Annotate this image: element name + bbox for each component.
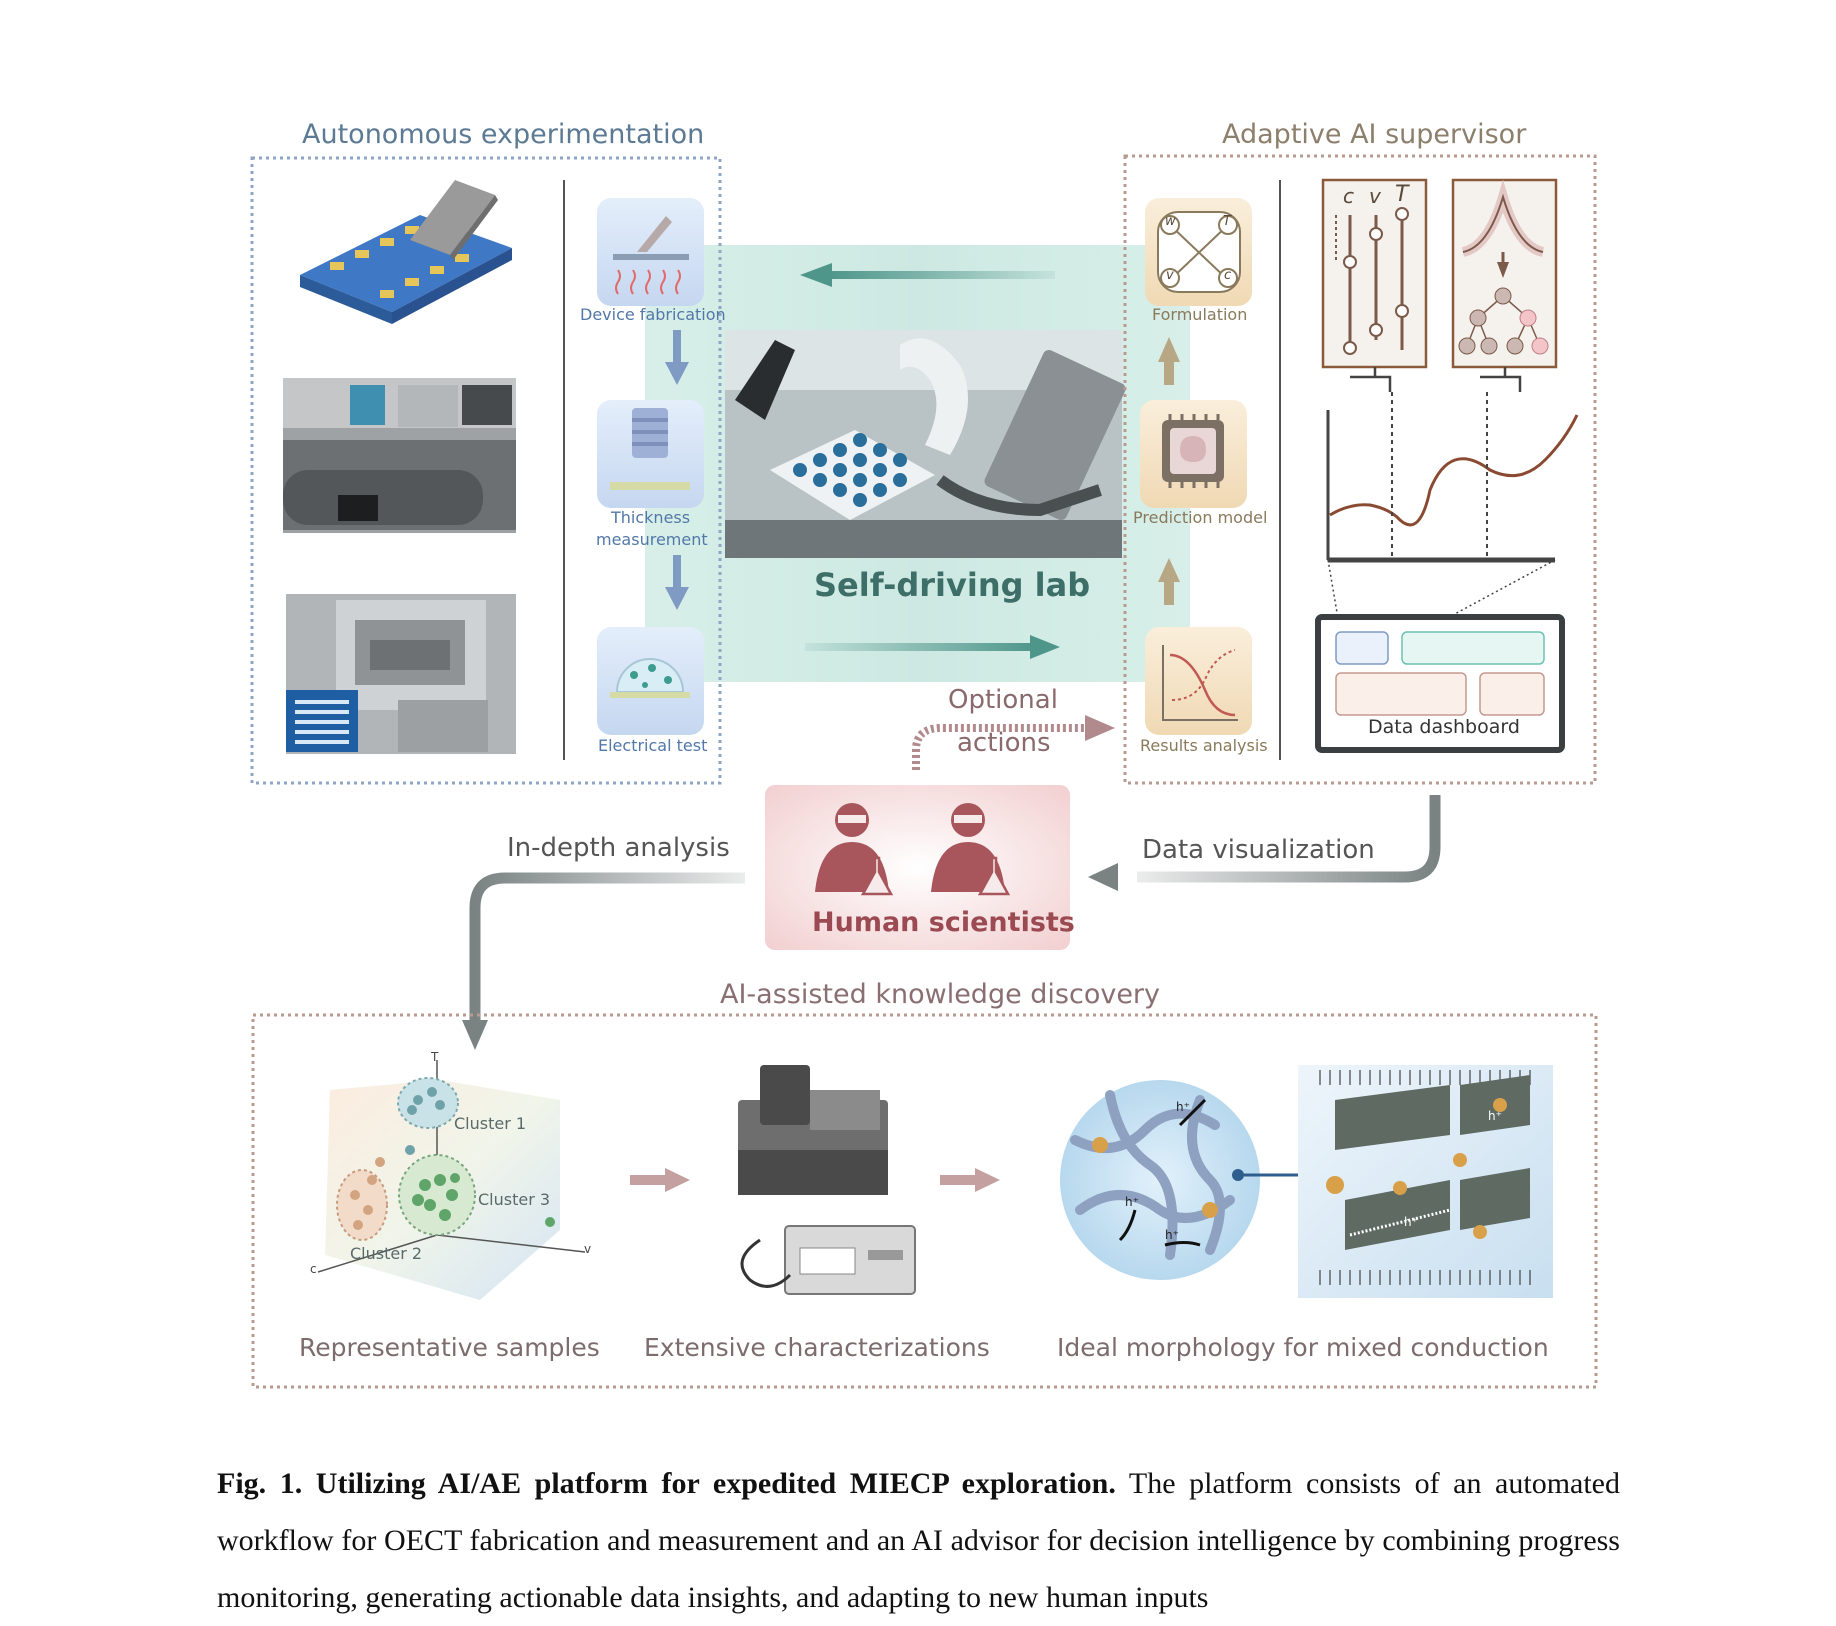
step-thickness-line1: Thickness bbox=[611, 508, 691, 527]
electrode-holder-photo bbox=[283, 378, 516, 533]
formulation-letter-c: c bbox=[1224, 268, 1232, 283]
thickness-measurement-tile bbox=[597, 400, 704, 508]
optional-actions-arrow bbox=[912, 715, 1115, 770]
caption-ideal-morphology: Ideal morphology for mixed conduction bbox=[1057, 1333, 1549, 1362]
optional-actions-line2: actions bbox=[957, 728, 1051, 758]
cluster-3-label: Cluster 3 bbox=[478, 1190, 551, 1209]
human-scientists-box bbox=[765, 785, 1070, 950]
cluster-2-label: Cluster 2 bbox=[350, 1244, 423, 1263]
step-prediction-model: Prediction model bbox=[1133, 508, 1268, 527]
cluster-plot bbox=[317, 1060, 586, 1300]
axis-label-c: c bbox=[310, 1262, 317, 1276]
electrical-test-tile bbox=[597, 627, 704, 735]
slider-label-T: T bbox=[1395, 182, 1409, 207]
panel-connectors bbox=[1350, 367, 1522, 392]
teal-arrow-right bbox=[805, 635, 1060, 659]
device-fabrication-tile bbox=[597, 198, 704, 306]
figure-caption: Fig. 1. Utilizing AI/AE platform for exp… bbox=[217, 1455, 1620, 1626]
ai-up-arrows bbox=[1158, 337, 1180, 605]
carrier-label-5: h⁺ bbox=[1404, 1215, 1418, 1229]
carrier-label-1: h⁺ bbox=[1176, 1100, 1190, 1114]
supervisor-box bbox=[1123, 154, 1597, 785]
data-visualization-label: Data visualization bbox=[1142, 835, 1375, 865]
caption-representative-samples: Representative samples bbox=[299, 1333, 600, 1362]
step-results-analysis: Results analysis bbox=[1140, 736, 1268, 755]
step-formulation: Formulation bbox=[1152, 305, 1248, 324]
oect-device-illustration bbox=[300, 180, 512, 324]
section-title-discovery: AI-assisted knowledge discovery bbox=[720, 979, 1161, 1010]
formulation-tile bbox=[1145, 198, 1252, 306]
prediction-model-tile bbox=[1140, 400, 1247, 508]
formulation-letter-v: v bbox=[1166, 268, 1174, 283]
section-title-autonomous: Autonomous experimentation bbox=[302, 119, 705, 150]
self-driving-lab-photo bbox=[725, 330, 1126, 558]
optional-actions-line1: Optional bbox=[948, 685, 1058, 715]
ae-down-arrows bbox=[665, 330, 689, 610]
chain-packing-illustration bbox=[1298, 1065, 1553, 1298]
polymer-network-illustration bbox=[1060, 1080, 1298, 1280]
axis-label-v: v bbox=[584, 1242, 592, 1256]
slider-label-v: v bbox=[1369, 184, 1381, 208]
step-device-fabrication: Device fabrication bbox=[580, 305, 726, 324]
carrier-label-3: h⁺ bbox=[1165, 1228, 1179, 1242]
in-depth-analysis-arrow bbox=[462, 872, 745, 1050]
results-analysis-tile bbox=[1145, 627, 1252, 735]
carrier-label-2: h⁺ bbox=[1125, 1195, 1139, 1209]
slider-label-c: c bbox=[1343, 184, 1354, 208]
figure-caption-label: Fig. 1. Utilizing AI/AE platform for exp… bbox=[217, 1467, 1116, 1500]
step-thickness-line2: measurement bbox=[596, 530, 708, 549]
formulation-letter-w: w bbox=[1165, 214, 1176, 229]
dashboard-label: Data dashboard bbox=[1368, 716, 1520, 738]
objective-plot bbox=[1326, 392, 1579, 631]
characterization-instruments bbox=[738, 1065, 916, 1295]
data-visualization-arrow bbox=[1088, 795, 1441, 891]
cluster-1-label: Cluster 1 bbox=[454, 1114, 527, 1133]
self-driving-lab-title: Self-driving lab bbox=[814, 566, 1091, 604]
probe-station-photo bbox=[286, 594, 516, 754]
discovery-arrows bbox=[630, 1168, 1000, 1192]
data-dashboard bbox=[1315, 614, 1565, 753]
carrier-label-4: h⁺ bbox=[1488, 1109, 1502, 1123]
step-electrical-test: Electrical test bbox=[598, 736, 708, 755]
caption-extensive-characterizations: Extensive characterizations bbox=[644, 1333, 990, 1362]
bayesian-tree-panel bbox=[1451, 178, 1558, 369]
teal-arrow-left bbox=[800, 263, 1055, 287]
axis-label-T: T bbox=[431, 1050, 439, 1064]
section-title-supervisor: Adaptive AI supervisor bbox=[1222, 119, 1527, 150]
discovery-box bbox=[251, 1013, 1598, 1389]
parameter-sliders-panel bbox=[1321, 178, 1428, 369]
human-scientists-label: Human scientists bbox=[812, 907, 1075, 938]
formulation-letter-T: T bbox=[1223, 214, 1231, 229]
autonomous-box bbox=[250, 156, 722, 785]
in-depth-analysis-label: In-depth analysis bbox=[507, 833, 730, 863]
